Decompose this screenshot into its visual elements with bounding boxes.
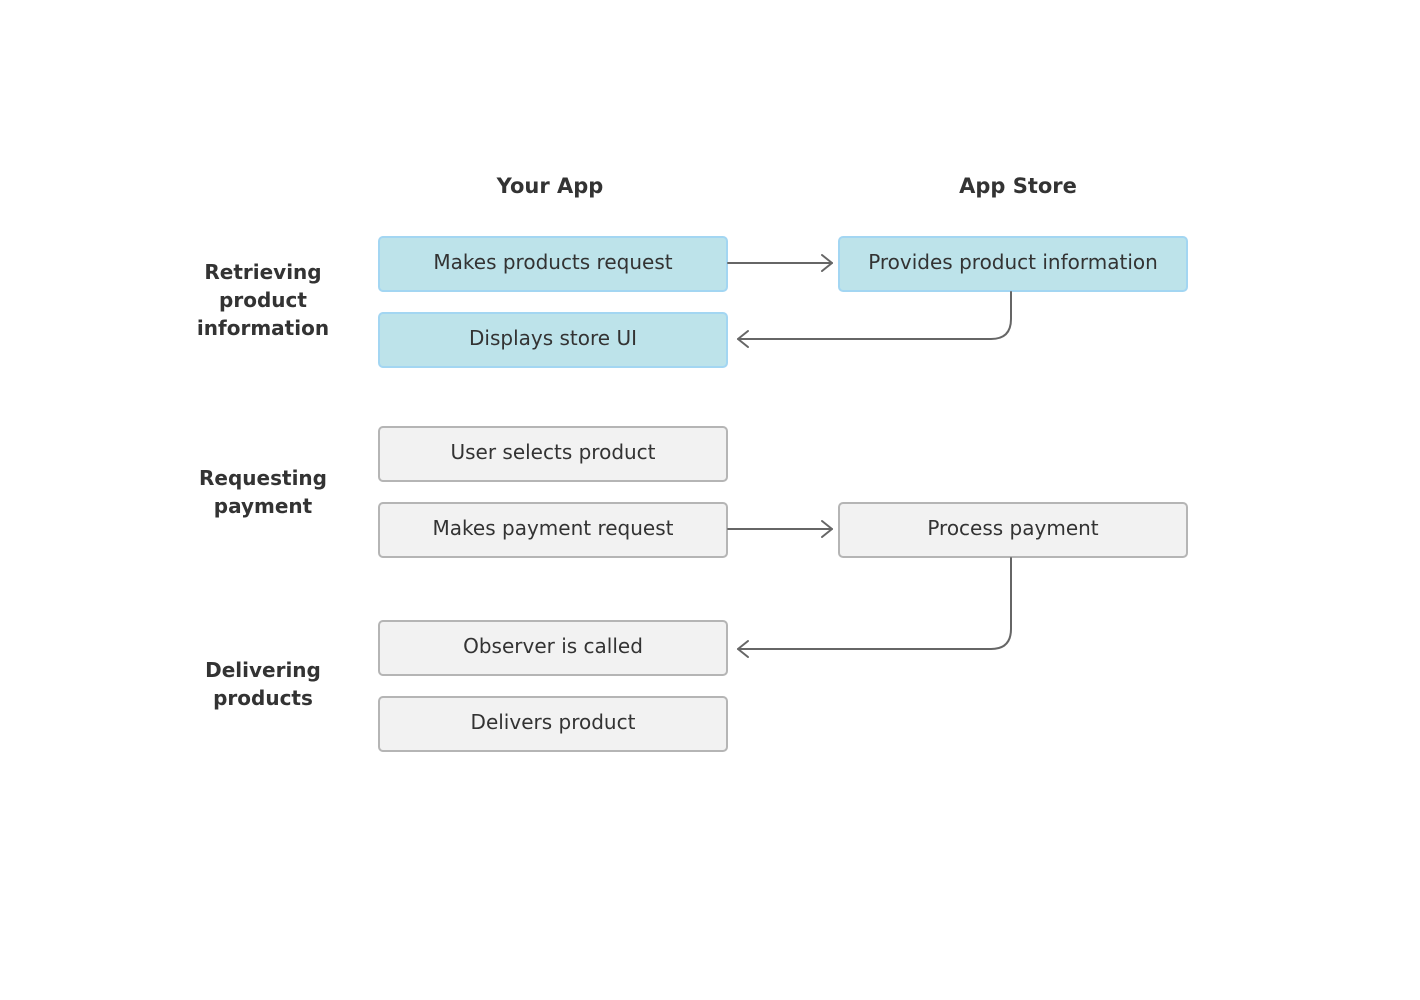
step-user-selects-product: User selects product xyxy=(378,426,728,482)
arrowhead-process-to-observer xyxy=(737,640,749,658)
column-header-app-store: App Store xyxy=(959,174,1077,198)
arrow-store-to-display xyxy=(737,291,1012,340)
column-header-your-app: Your App xyxy=(496,174,604,198)
step-displays-store-ui: Displays store UI xyxy=(378,312,728,368)
section-label-retrieving: Retrieving product information xyxy=(196,260,330,340)
arrowhead-request-to-store xyxy=(821,254,833,272)
arrow-process-to-observer xyxy=(737,557,1012,650)
step-delivers-product: Delivers product xyxy=(378,696,728,752)
step-process-payment: Process payment xyxy=(838,502,1188,558)
section-label-requesting-payment: Requesting payment xyxy=(199,466,327,518)
arrowhead-payment-to-store xyxy=(821,520,833,538)
arrowhead-store-to-display xyxy=(737,330,749,348)
step-makes-products-request: Makes products request xyxy=(378,236,728,292)
step-makes-payment-request: Makes payment request xyxy=(378,502,728,558)
section-label-delivering: Delivering products xyxy=(205,658,321,710)
step-observer-is-called: Observer is called xyxy=(378,620,728,676)
step-provides-product-information: Provides product information xyxy=(838,236,1188,292)
